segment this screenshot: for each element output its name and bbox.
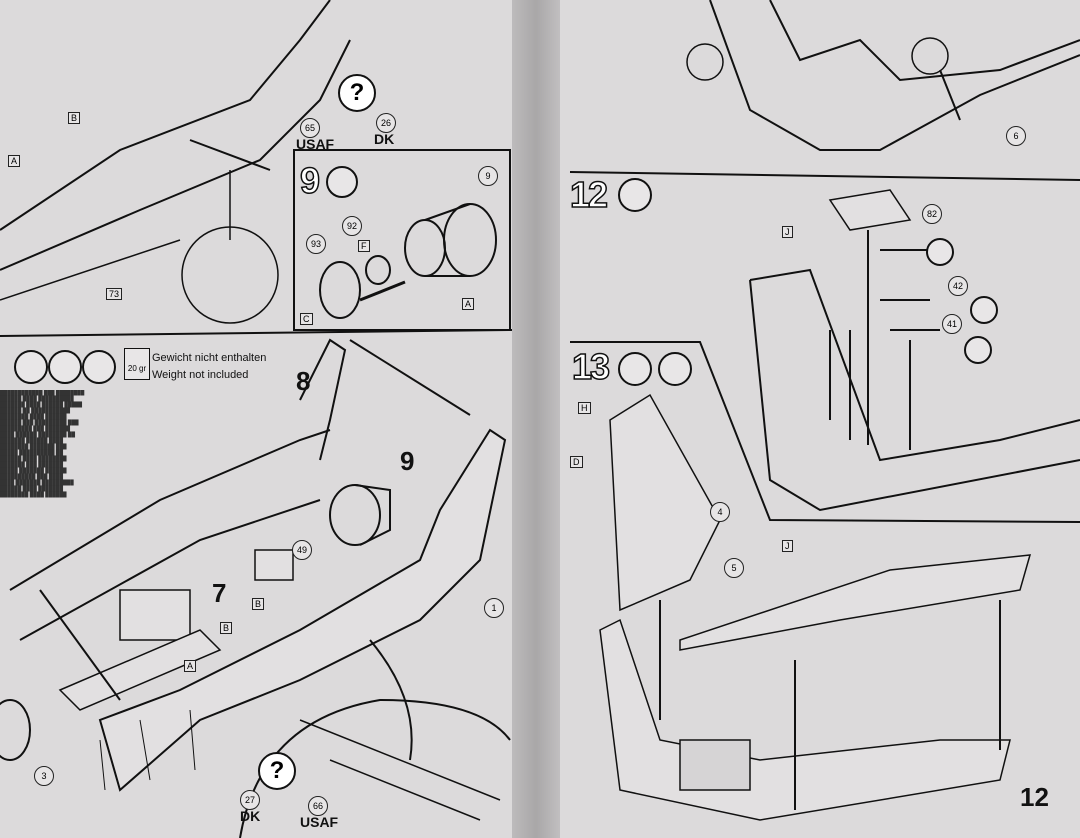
clock-icon [48, 350, 82, 384]
part-92: 92 [342, 216, 362, 236]
glue-tube-icon [618, 352, 652, 386]
paint-icon [658, 352, 692, 386]
part-1: 1 [484, 598, 504, 618]
left-page-drawing [0, 0, 512, 838]
part-41: 41 [942, 314, 962, 334]
question-mark-icon: ? [258, 752, 296, 790]
glue-tube-icon [618, 178, 652, 212]
weight-note-german: Gewicht nicht enthalten [152, 352, 267, 364]
label-c: C [300, 313, 313, 325]
part-9: 9 [478, 166, 498, 186]
step-13-number: 13 [571, 345, 611, 388]
label-a: A [8, 155, 21, 167]
paint-icon [82, 350, 116, 384]
part-6: 6 [1006, 126, 1026, 146]
cut-icon [964, 336, 992, 364]
weight-icon: 20 gr [124, 348, 150, 380]
label-b-step10: B [252, 598, 265, 610]
label-j-step13: J [782, 540, 793, 552]
label-b-cockpit: B [220, 622, 233, 634]
label-a-step9: A [462, 298, 475, 310]
label-d: D [570, 456, 583, 468]
decal-country-usaf: USAF [296, 136, 335, 152]
label-j: J [782, 226, 793, 238]
glue-tube-icon [14, 350, 48, 384]
question-mark-icon: ? [338, 74, 376, 112]
step-9-number: 9 [299, 159, 321, 202]
right-instruction-page: 6 12 82 42 41 J 13 H D J 4 5 12 [560, 0, 1080, 838]
part-93: 93 [306, 234, 326, 254]
label-f: F [358, 240, 370, 252]
decal-number-26: 26 [376, 113, 396, 133]
decal-country-dk: DK [374, 131, 395, 147]
part-73: 73 [106, 288, 123, 300]
part-49: 49 [292, 540, 312, 560]
multilingual-text-block: ████████████ ███ ██████████████ ████ ███… [0, 390, 85, 498]
left-instruction-page: ? 65 USAF 26 DK B A 73 9 9 92 93 F C A 2… [0, 0, 512, 838]
cut-icon [970, 296, 998, 324]
weight-note-english: Weight not included [152, 369, 249, 381]
decal-number-65: 65 [300, 118, 320, 138]
callout-8: 8 [296, 366, 311, 396]
cut-icon [926, 238, 954, 266]
book-gutter [512, 0, 560, 838]
callout-9: 9 [400, 446, 415, 476]
decal-country-usaf: USAF [300, 814, 339, 830]
right-page-drawing [569, 0, 1080, 821]
part-5: 5 [724, 558, 744, 578]
decal-number-66: 66 [308, 796, 328, 816]
callout-7: 7 [212, 578, 227, 608]
callout-12: 12 [1020, 782, 1049, 812]
label-b: B [68, 112, 81, 124]
label-h: H [578, 402, 591, 414]
part-4: 4 [710, 502, 730, 522]
glue-tube-icon [326, 166, 358, 198]
label-a-step10: A [184, 660, 197, 672]
decal-country-dk: DK [240, 808, 261, 824]
step-12-number: 12 [569, 173, 609, 216]
part-3: 3 [34, 766, 54, 786]
decal-number-27: 27 [240, 790, 260, 810]
part-42: 42 [948, 276, 968, 296]
part-82: 82 [922, 204, 942, 224]
